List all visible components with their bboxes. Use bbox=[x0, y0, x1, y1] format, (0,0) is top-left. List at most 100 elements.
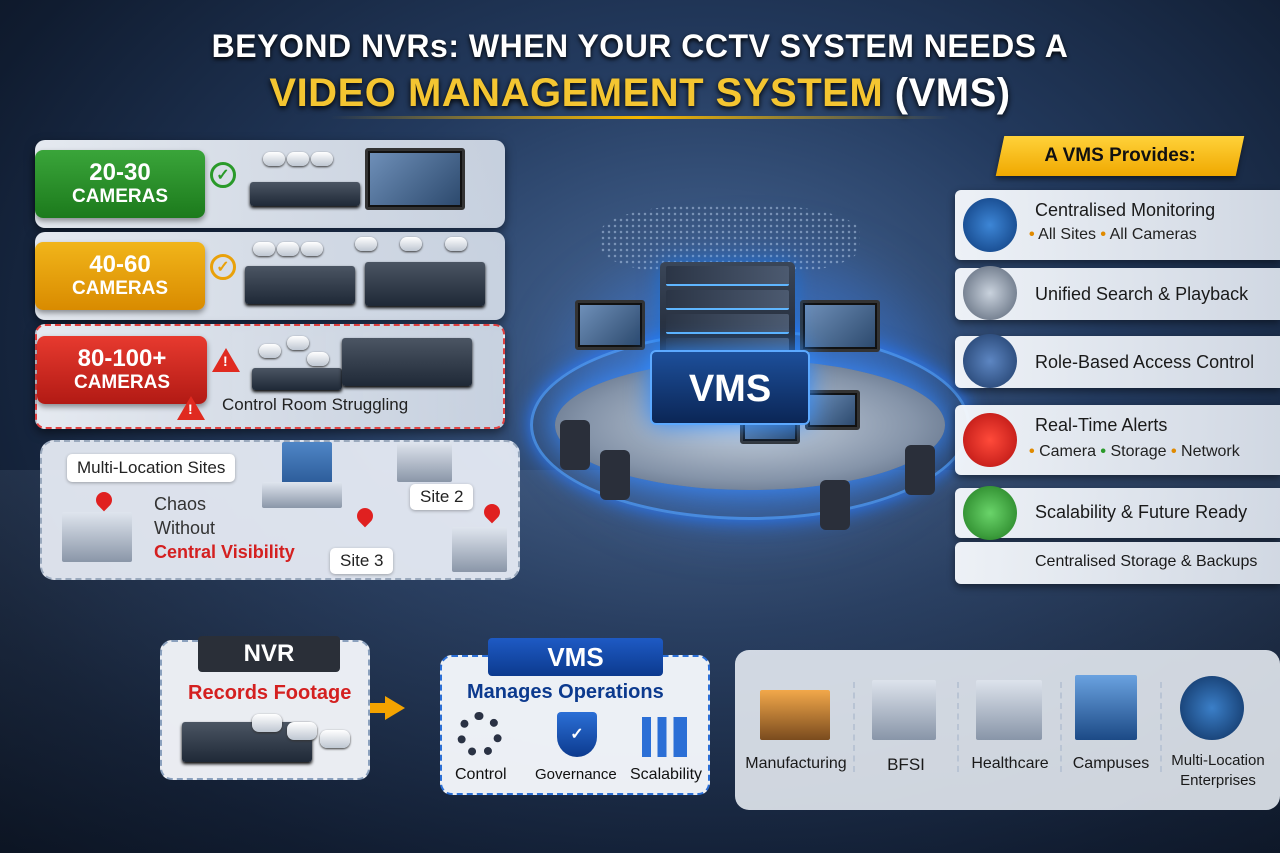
tier-badge: 80-100+ CAMERAS bbox=[37, 336, 207, 404]
title-line-2: VIDEO MANAGEMENT SYSTEM (VMS) bbox=[0, 71, 1280, 116]
bar-growth-icon bbox=[642, 717, 687, 757]
feature-sub-item: All Sites bbox=[1038, 226, 1096, 243]
camera-icon bbox=[259, 344, 281, 358]
alarm-bell-icon bbox=[963, 413, 1017, 467]
industry-manufacturing: Manufacturing bbox=[745, 755, 847, 772]
arrow-right-icon bbox=[385, 696, 405, 720]
industry-healthcare: Healthcare bbox=[971, 755, 1049, 772]
provides-title: A VMS Provides: bbox=[1044, 145, 1196, 166]
industry-campuses: Campuses bbox=[1072, 755, 1150, 772]
check-icon: ✓ bbox=[210, 162, 236, 188]
feature-unified-search: Unified Search & Playback bbox=[955, 266, 1280, 320]
feature-label: Real-Time Alerts bbox=[1035, 415, 1168, 435]
chaos-line-1: Chaos bbox=[154, 494, 207, 514]
camera-icon bbox=[301, 242, 323, 256]
chaos-line-2: Without bbox=[154, 518, 216, 538]
check-icon: ✓ bbox=[210, 254, 236, 280]
control-room-struggling-label: Control Room Struggling bbox=[222, 395, 409, 414]
globe-pins-icon bbox=[1180, 676, 1244, 740]
vms-heading: VMS bbox=[488, 638, 663, 676]
warning-icon: ! bbox=[177, 396, 205, 420]
industry-bfsi: BFSI bbox=[887, 755, 925, 774]
chaos-text: Chaos Without Central Visibility bbox=[154, 492, 295, 564]
chair-icon bbox=[600, 450, 630, 500]
feature-sub-item: Storage bbox=[1110, 443, 1167, 460]
nvr-device-icon bbox=[252, 368, 342, 390]
industry-multi-location: Multi-Location bbox=[1171, 752, 1265, 769]
camera-icon bbox=[355, 237, 377, 251]
divider bbox=[853, 682, 855, 772]
hospital-icon bbox=[976, 680, 1042, 740]
camera-icon bbox=[320, 730, 350, 748]
title-line-1: BEYOND NVRs: WHEN YOUR CCTV SYSTEM NEEDS… bbox=[211, 28, 1069, 64]
site-2-label: Site 2 bbox=[410, 484, 474, 510]
tier-badge: 20-30 CAMERAS bbox=[35, 150, 205, 218]
camera-icon bbox=[445, 237, 467, 251]
chair-icon bbox=[820, 480, 850, 530]
search-server-icon bbox=[963, 266, 1017, 320]
feature-label: Centralised Storage & Backups bbox=[1035, 553, 1258, 570]
feature-sub-item: Camera bbox=[1039, 443, 1096, 460]
arrow-shaft bbox=[370, 703, 388, 713]
vms-description: Manages Operations bbox=[467, 681, 664, 703]
nvr-device-icon bbox=[245, 266, 355, 304]
pillar-scalability: Scalability bbox=[630, 766, 703, 783]
gears-icon bbox=[457, 712, 502, 757]
feature-label: Role-Based Access Control bbox=[1035, 352, 1255, 372]
tier-number: 40-60 bbox=[89, 251, 151, 278]
title-highlight: VIDEO MANAGEMENT SYSTEM bbox=[269, 71, 884, 115]
pillar-governance: Governance bbox=[535, 766, 617, 783]
tier-number: 80-100+ bbox=[77, 345, 167, 372]
location-pin-icon bbox=[480, 500, 504, 524]
camera-icon bbox=[400, 237, 422, 251]
nvr-device-icon bbox=[342, 338, 472, 386]
monitor-icon bbox=[800, 300, 880, 352]
nvr-device-icon bbox=[250, 182, 360, 206]
site-3-label: Site 3 bbox=[330, 548, 394, 574]
feature-label: Centralised Monitoring bbox=[1035, 200, 1216, 220]
factory-icon bbox=[760, 690, 830, 740]
monitor-icon bbox=[575, 300, 645, 350]
nvr-device-icon bbox=[365, 262, 485, 306]
camera-icon bbox=[253, 242, 275, 256]
tier-label: CAMERAS bbox=[73, 372, 171, 393]
building-icon bbox=[397, 442, 452, 482]
bank-icon bbox=[872, 680, 936, 740]
tier-card-20-30: 20-30 CAMERAS ✓ bbox=[35, 140, 505, 228]
nvr-heading: NVR bbox=[198, 636, 340, 672]
feature-sub-item: Network bbox=[1181, 443, 1240, 460]
divider bbox=[1060, 682, 1062, 772]
title-underline bbox=[330, 116, 950, 119]
vms-center-label: VMS bbox=[650, 350, 810, 425]
feature-sub-item: All Cameras bbox=[1109, 226, 1197, 243]
vms-card: ✓ bbox=[440, 655, 710, 795]
camera-icon bbox=[252, 714, 282, 732]
multi-location-title: Multi-Location Sites bbox=[67, 454, 236, 482]
building-icon bbox=[262, 482, 342, 508]
shield-check-icon: ✓ bbox=[557, 712, 597, 757]
tier-card-40-60: 40-60 CAMERAS ✓ bbox=[35, 232, 505, 320]
nvr-description: Records Footage bbox=[188, 682, 352, 704]
chair-icon bbox=[560, 420, 590, 470]
building-icon bbox=[452, 527, 507, 572]
feature-sub: • Camera • Storage • Network bbox=[1029, 443, 1240, 460]
camera-icon bbox=[311, 152, 333, 166]
tier-label: CAMERAS bbox=[71, 186, 169, 207]
camera-icon bbox=[263, 152, 285, 166]
building-icon bbox=[62, 512, 132, 562]
camera-icon bbox=[277, 242, 299, 256]
pillar-control: Control bbox=[455, 766, 507, 783]
feature-sub: • All Sites • All Cameras bbox=[1029, 226, 1197, 243]
user-shield-icon bbox=[963, 334, 1017, 388]
tier-number: 20-30 bbox=[89, 159, 151, 186]
tier-label: CAMERAS bbox=[71, 278, 169, 299]
title-abbrev: (VMS) bbox=[894, 71, 1011, 115]
multi-location-card: Multi-Location Sites Chaos Without Centr… bbox=[40, 440, 520, 580]
camera-icon bbox=[307, 352, 329, 366]
feature-label: Scalability & Future Ready bbox=[1035, 502, 1248, 522]
industry-enterprises: Enterprises bbox=[1180, 772, 1256, 789]
divider bbox=[1160, 682, 1162, 772]
campus-building-icon bbox=[1075, 675, 1137, 740]
feature-access-control: Role-Based Access Control bbox=[955, 334, 1280, 388]
chaos-line-3: Central Visibility bbox=[154, 542, 295, 562]
